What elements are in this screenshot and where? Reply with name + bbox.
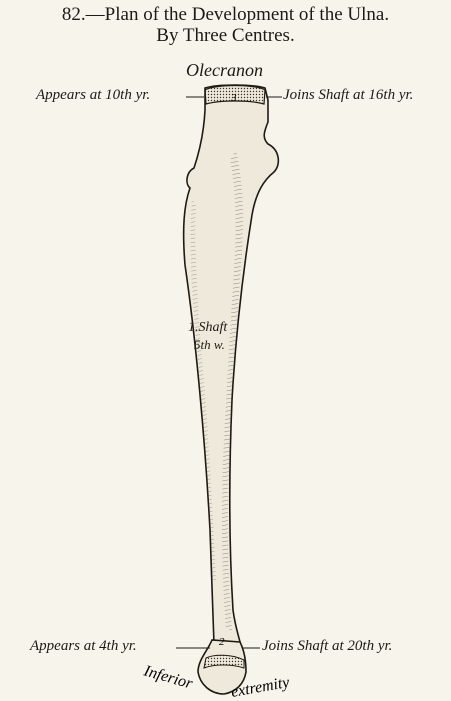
inferior-centre-number: 2 <box>219 636 225 648</box>
olecranon-label: Olecranon <box>186 60 263 81</box>
inferior-joins-label: Joins Shaft at 20th yr. <box>262 638 392 655</box>
olecranon-joins-label: Joins Shaft at 16th yr. <box>283 87 413 104</box>
olecranon-centre-number: 3 <box>230 92 237 104</box>
inferior-name-word1: Inferior <box>141 662 195 693</box>
shaft-label: 1.Shaft <box>188 320 227 336</box>
inferior-appears-label: Appears at 4th yr. <box>30 638 137 655</box>
olecranon-appears-label: Appears at 10th yr. <box>36 87 150 104</box>
shaft-appears-label: 5th w. <box>194 337 225 353</box>
